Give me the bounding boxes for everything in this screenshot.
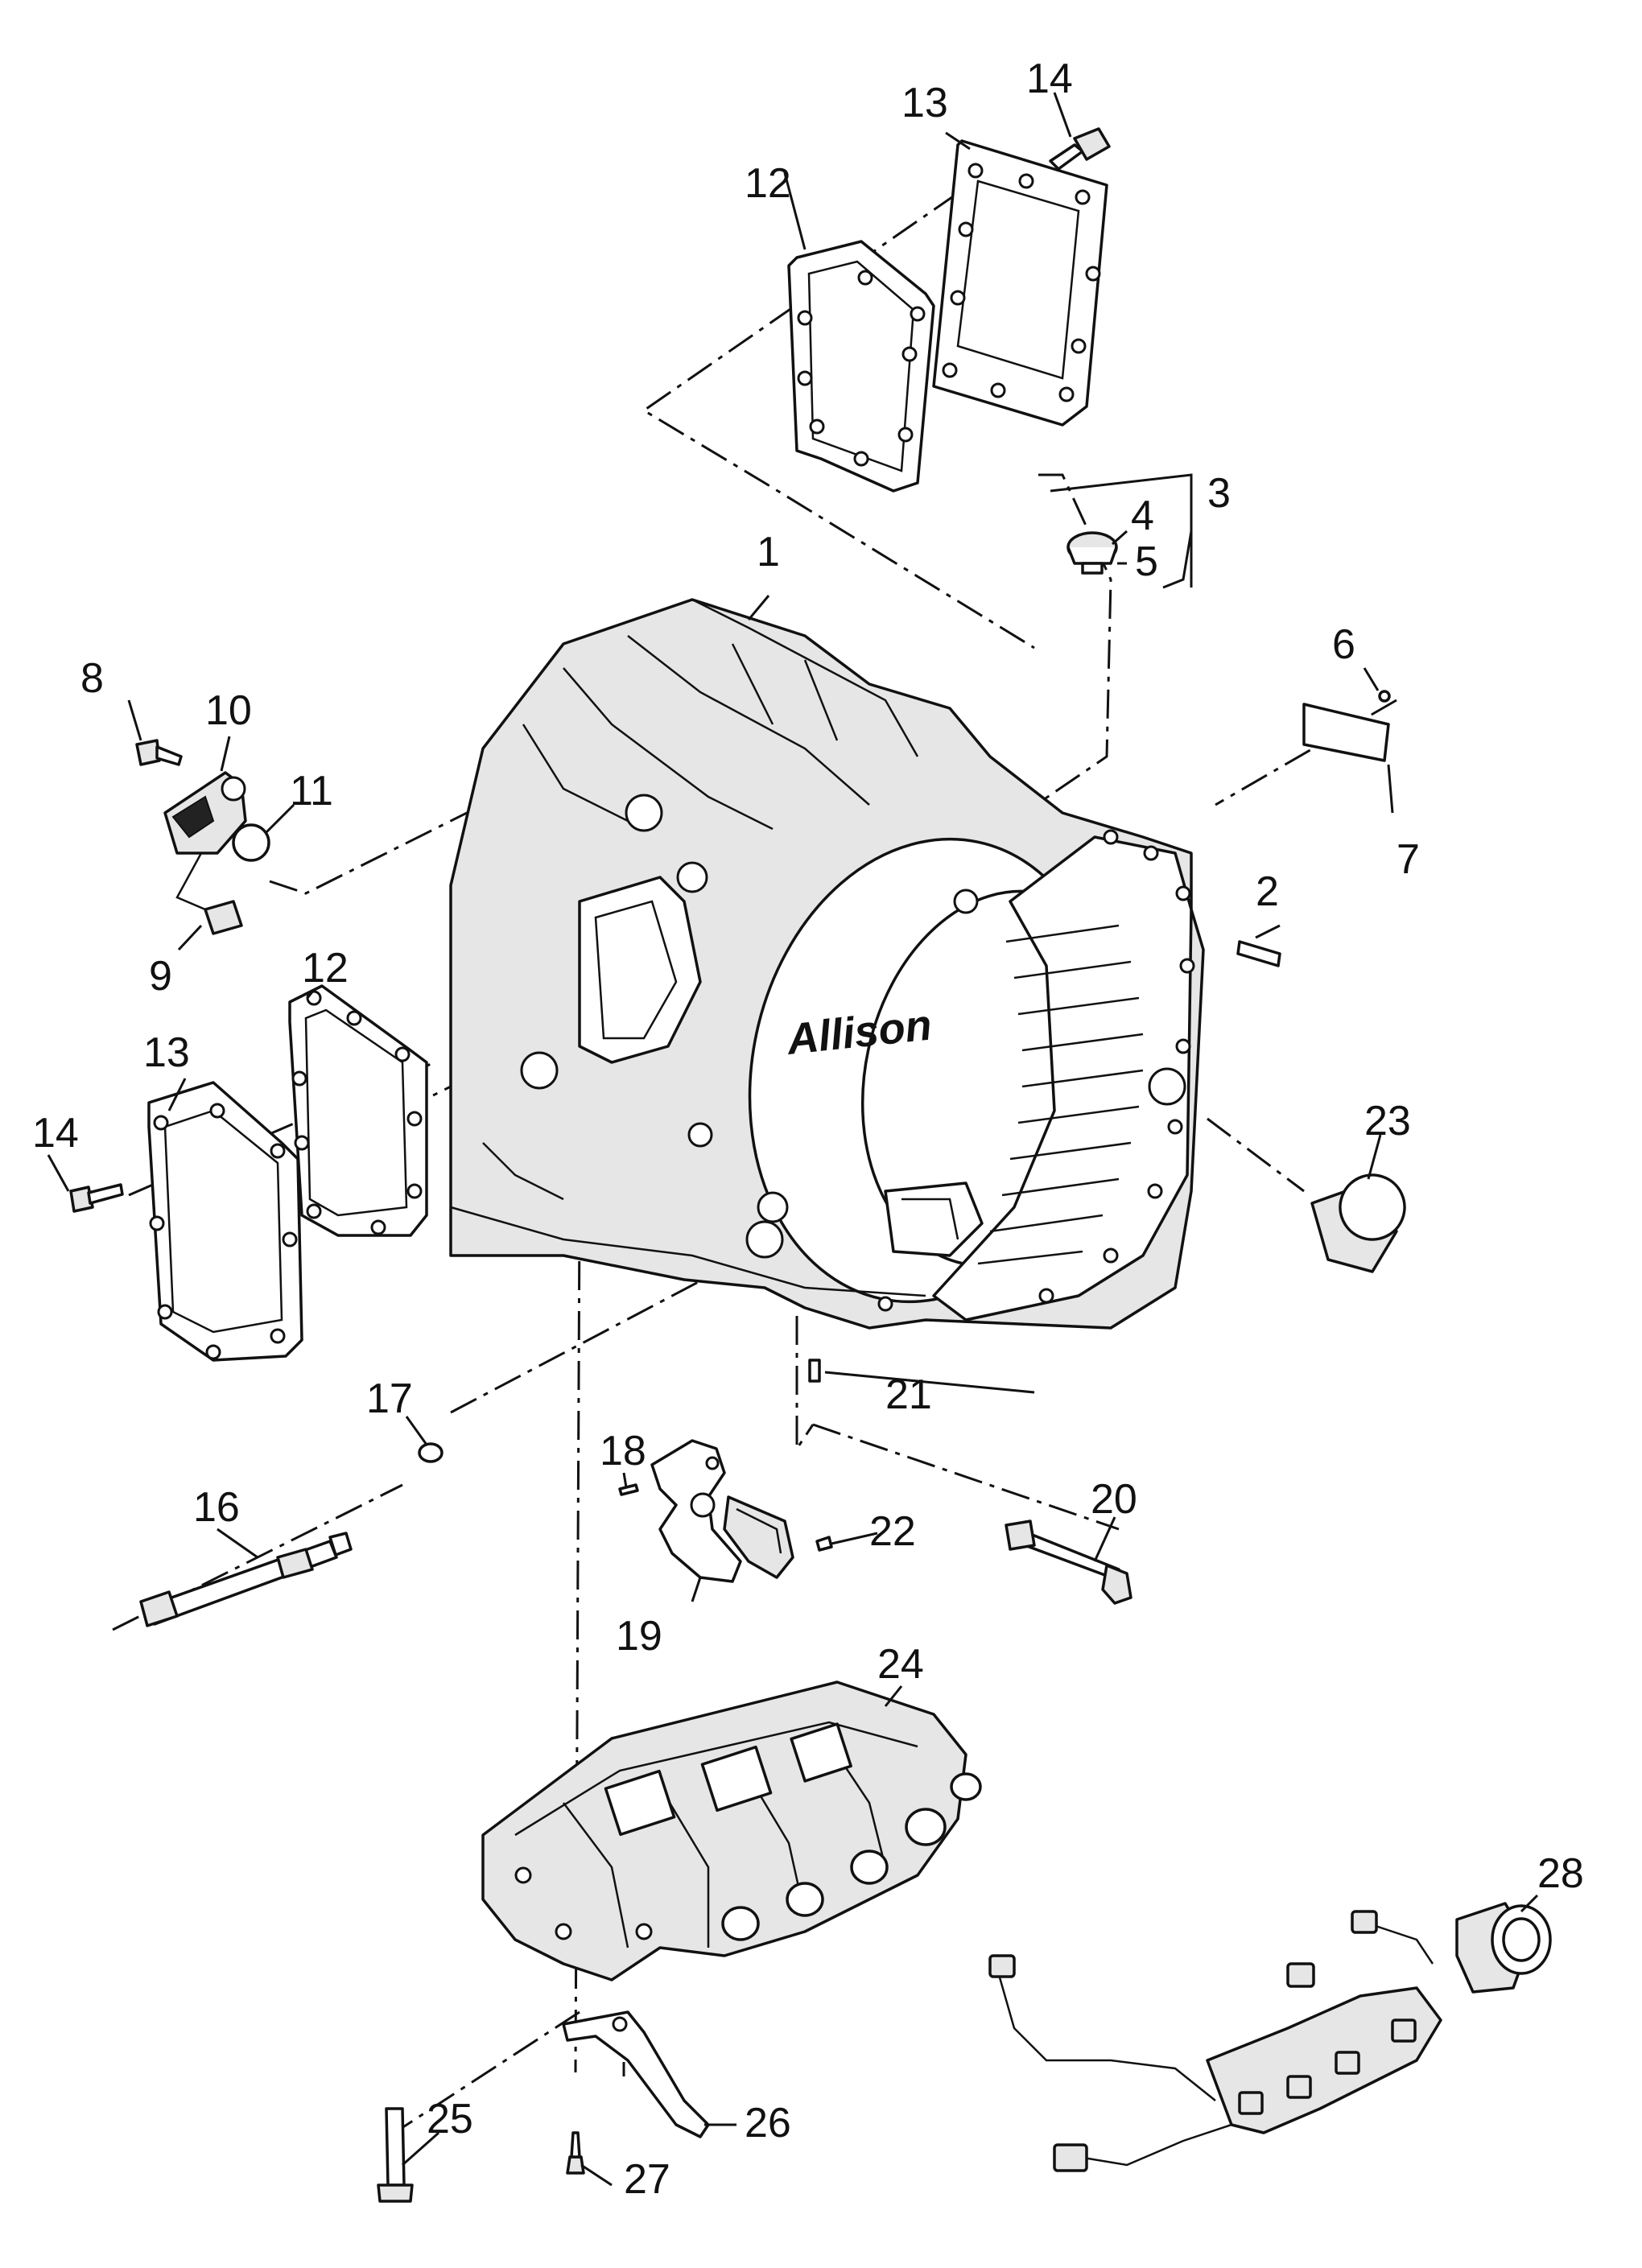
bolt-8	[135, 739, 183, 766]
plug-assembly-3	[1066, 531, 1118, 575]
screw-27	[566, 2131, 585, 2175]
callout-20: 20	[1091, 1476, 1137, 1523]
callout-28: 28	[1537, 1850, 1584, 1897]
callout-26: 26	[745, 2100, 791, 2146]
callout-24: 24	[877, 1641, 924, 1688]
speed-sensor-10	[163, 771, 247, 855]
bolt-14-left	[69, 1183, 124, 1213]
valve-body-24	[481, 1680, 982, 1981]
callout-23: 23	[1364, 1098, 1411, 1144]
leader-lines	[47, 92, 1539, 2187]
callout-3: 3	[1207, 470, 1231, 517]
oring-11	[232, 823, 270, 862]
callout-13-top: 13	[901, 80, 948, 126]
top-cover-13	[932, 139, 1108, 427]
bushing-9	[204, 900, 243, 935]
callout-5: 5	[1135, 538, 1158, 585]
callout-labels: 1 2 3 4 5 6 7 8 9 10 11 12 12 13 13 14 1…	[32, 56, 1584, 2203]
callout-7: 7	[1397, 836, 1420, 883]
left-gasket-12	[288, 984, 428, 1237]
sensor-9-lead	[175, 852, 206, 911]
callout-2: 2	[1256, 868, 1279, 915]
callout-9: 9	[149, 953, 172, 1000]
cap-23	[1310, 1173, 1406, 1273]
callout-12-left: 12	[302, 945, 349, 992]
left-cover-13	[147, 1081, 303, 1362]
callout-16: 16	[193, 1484, 240, 1531]
callout-27: 27	[624, 2156, 670, 2203]
callout-19: 19	[616, 1613, 662, 1660]
pin-21	[808, 1359, 821, 1383]
callout-22: 22	[869, 1508, 916, 1555]
bracket-26	[562, 2010, 710, 2138]
top-gasket-12	[787, 240, 935, 493]
screw-22	[815, 1536, 833, 1552]
callout-13-left: 13	[143, 1029, 190, 1076]
detent-spring-22	[723, 1495, 794, 1579]
detent-lever-19	[650, 1439, 742, 1583]
callout-21: 21	[885, 1371, 932, 1418]
callout-18: 18	[600, 1428, 646, 1474]
callout-4: 4	[1131, 493, 1154, 539]
callout-14-left: 14	[32, 1110, 79, 1157]
oring-17	[418, 1442, 444, 1463]
callout-1: 1	[757, 529, 780, 575]
callout-25: 25	[427, 2096, 473, 2142]
callout-12-top: 12	[745, 160, 791, 207]
callout-14-top: 14	[1026, 56, 1073, 102]
callout-17: 17	[366, 1375, 413, 1422]
callout-6: 6	[1332, 621, 1355, 668]
shaft-16	[139, 1532, 353, 1627]
pin-2	[1236, 940, 1281, 967]
transmission-housing: Allison	[449, 598, 1205, 1330]
pin-6	[1378, 690, 1391, 703]
callout-11: 11	[290, 768, 333, 814]
bolt-14-top	[1049, 127, 1111, 171]
callout-10: 10	[205, 687, 252, 734]
plate-7	[1302, 703, 1390, 762]
wiring-harness-28	[988, 1902, 1552, 2172]
shift-rod-20	[1005, 1520, 1132, 1605]
pin-18	[618, 1483, 639, 1496]
bolt-25	[377, 2107, 414, 2203]
callout-8: 8	[80, 655, 104, 702]
